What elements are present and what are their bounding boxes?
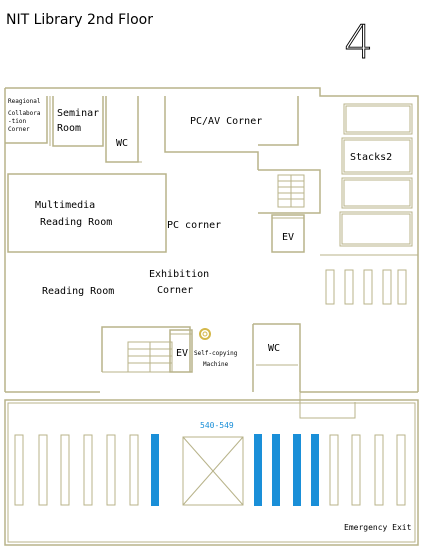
- label-pc-av: PC/AV Corner: [190, 116, 262, 127]
- upper-building-walls: [4, 87, 419, 393]
- regional-collaboration-corner: Reagional Collabora -tion Corner: [5, 96, 54, 146]
- label-multimedia-2: Reading Room: [40, 217, 112, 228]
- label-selfcopy-2: Machine: [203, 361, 229, 368]
- label-regional-4: Corner: [8, 126, 30, 133]
- label-pc-corner: PC corner: [167, 220, 221, 231]
- self-copying-machine: Self-copying Machine: [194, 328, 238, 368]
- label-regional-3: -tion: [8, 118, 26, 125]
- shelf-units-right: [325, 269, 407, 305]
- map-title: NIT Library 2nd Floor: [6, 12, 153, 28]
- label-ev-center: EV: [176, 348, 188, 359]
- floor-number: 4: [344, 15, 373, 69]
- highlighted-shelves: [151, 434, 319, 506]
- shelf-highlight: [272, 434, 280, 506]
- label-regional-2: Collabora: [8, 110, 41, 117]
- copier-icon: [199, 328, 211, 340]
- shelf-highlight: [293, 434, 301, 506]
- shelf-highlight: [311, 434, 319, 506]
- label-wc-mid: WC: [268, 343, 280, 354]
- elevator-center: EV: [169, 329, 193, 373]
- shelf-highlight: [254, 434, 262, 506]
- stacks2-area: Stacks2: [320, 103, 418, 256]
- lower-building-walls: [4, 399, 419, 546]
- label-shelf-range: 540-549: [200, 421, 234, 430]
- pc-av-corner: PC/AV Corner: [164, 96, 299, 170]
- label-selfcopy-1: Self-copying: [194, 350, 238, 357]
- label-seminar-2: Room: [57, 123, 81, 134]
- seminar-room: Seminar Room: [52, 96, 104, 147]
- wc-top: WC: [105, 96, 142, 163]
- label-regional-1: Reagional: [8, 98, 41, 105]
- atrium-void: [182, 436, 244, 506]
- emergency-stairs: [299, 392, 356, 419]
- label-exhibition-2: Corner: [157, 285, 193, 296]
- label-reading-room: Reading Room: [42, 286, 114, 297]
- stairs-right: [258, 169, 321, 214]
- wc-mid: WC: [252, 323, 301, 392]
- label-stacks2: Stacks2: [350, 152, 392, 163]
- shelf-rows: [14, 434, 406, 506]
- label-seminar-1: Seminar: [57, 108, 99, 119]
- label-wc-top: WC: [116, 138, 128, 149]
- shelf-highlight: [151, 434, 159, 506]
- elevator-right: EV: [271, 214, 305, 253]
- label-emergency-exit: Emergency Exit: [344, 523, 412, 532]
- multimedia-reading-room: Multimedia Reading Room: [7, 173, 167, 253]
- label-multimedia-1: Multimedia: [35, 200, 95, 211]
- label-exhibition-1: Exhibition: [149, 269, 209, 280]
- label-ev-right: EV: [282, 232, 294, 243]
